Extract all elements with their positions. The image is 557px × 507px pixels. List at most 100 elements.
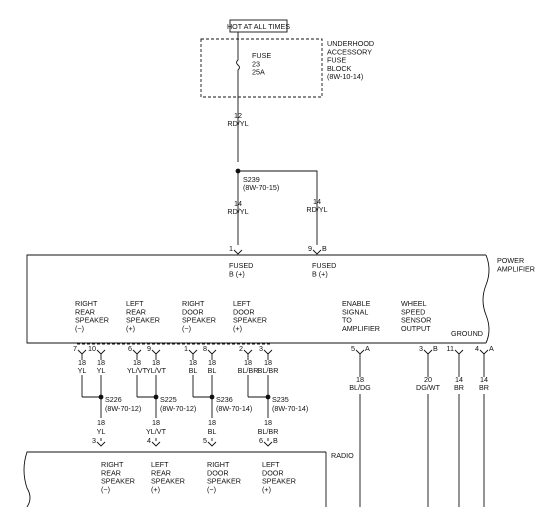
- amp-pin-4-connector: [151, 349, 161, 355]
- amp-wire-8-color: BL/BR: [258, 366, 279, 375]
- radio-speaker-2-label-line-3: SPEAKER: [151, 477, 185, 486]
- amp-pin-7-number: 2: [239, 344, 243, 353]
- diagram-static-lines: [23, 19, 490, 507]
- branch-wire: [238, 170, 318, 245]
- power-amplifier-label-line-2: AMPLIFIER: [497, 264, 535, 273]
- amp-pin-9-number: 9: [308, 244, 312, 253]
- amp-enable-label-line-4: AMPLIFIER: [342, 324, 380, 333]
- amp-pin-11-number: 11: [447, 344, 454, 353]
- amp-pin-4-number: 9: [147, 344, 151, 353]
- amp-speaker-4-label-line-4: (+): [233, 324, 242, 333]
- radio-speaker-4-label-line-1: LEFT: [262, 460, 280, 469]
- radio-speaker-1-label-line-1: RIGHT: [101, 460, 124, 469]
- radio-speaker-3-label-line-4: (−): [207, 485, 216, 494]
- fuse-label-line-1: FUSE: [252, 51, 271, 60]
- wire-fuse-color: RD/YL: [227, 119, 248, 128]
- amp-pin-9-connector: [312, 249, 322, 255]
- radio-speaker-1-label-line-2: REAR: [101, 468, 121, 477]
- hot-at-all-times-label: HOT AT ALL TIMES: [227, 22, 290, 31]
- amp-pin-7-connector: [243, 349, 253, 355]
- amp-pin-12-suffix: A: [489, 344, 494, 353]
- amp-pin-10-connector: [423, 349, 433, 355]
- radio-speaker-1-label-line-3: SPEAKER: [101, 477, 135, 486]
- hot-label-box: [229, 19, 288, 33]
- amp-pin-12-number: 4: [475, 344, 479, 353]
- amplifier-box: [26, 254, 486, 344]
- amp-pin-1-number: 7: [73, 344, 77, 353]
- amp-ground-label: GROUND: [451, 329, 483, 338]
- radio-speaker-3-label-line-1: RIGHT: [207, 460, 230, 469]
- amp-pin-6-connector: [207, 349, 217, 355]
- amp-wheel-label-line-2: SPEED: [401, 307, 425, 316]
- amp-wire-3-color: YL/VT: [127, 366, 148, 375]
- amp-enable-label-line-1: ENABLE: [342, 299, 371, 308]
- fuse-block-label-line-1: UNDERHOOD: [327, 39, 374, 48]
- amp-pin-6-number: 8: [203, 344, 207, 353]
- amp-speaker-3-label-line-4: (−): [182, 324, 191, 333]
- amp-wire-3-gauge: 18: [133, 358, 141, 367]
- amp-pin-9-number: 5: [351, 344, 355, 353]
- amp-speaker-4-label-line-1: LEFT: [233, 299, 251, 308]
- amp-wire-9-color: BL/DG: [349, 383, 371, 392]
- amp-pin-1-number: 1: [229, 244, 233, 253]
- diagram-marks: HOT AT ALL TIMESUNDERHOODACCESSORYFUSEBL…: [73, 22, 535, 507]
- amp-wire-10-color: DG/WT: [416, 383, 441, 392]
- amp-wire-11-gauge: 14: [455, 375, 463, 384]
- fuse-label-line-3: 25A: [252, 68, 265, 77]
- amp-pin-8-connector: [263, 349, 273, 355]
- fused-b-2-label-line-2: B (+): [312, 269, 328, 278]
- amp-speaker-1-label-line-3: SPEAKER: [75, 316, 109, 325]
- radio-pin-4-number: 6: [259, 436, 263, 445]
- amp-wire-12-color: BR: [479, 383, 489, 392]
- radio-pin-2-connector: [151, 441, 161, 447]
- wire-right-gauge: 14: [313, 197, 321, 206]
- amp-wire-1-gauge: 18: [78, 358, 86, 367]
- radio-wire-3-gauge: 18: [208, 418, 216, 427]
- amp-pin-2-connector: [96, 349, 106, 355]
- amp-speaker-2-label-line-2: REAR: [126, 307, 146, 316]
- wire-left-color: RD/YL: [227, 207, 248, 216]
- amp-wire-1-color: YL: [78, 366, 87, 375]
- radio-pin-2-number: 4: [147, 436, 151, 445]
- fuse-block-box: [200, 38, 323, 98]
- fuse-block-label-line-5: (8W-10-14): [327, 72, 363, 81]
- amp-wire-6-gauge: 18: [208, 358, 216, 367]
- splice-1-name: S226: [105, 395, 122, 404]
- fused-b-1-label-line-2: B (+): [229, 269, 245, 278]
- radio-wire-3-color: BL: [208, 427, 217, 436]
- amp-wire-6-color: BL: [208, 366, 217, 375]
- radio-pin-4-suffix: B: [273, 436, 278, 445]
- amp-wire-8-gauge: 18: [264, 358, 272, 367]
- radio-pin-3-connector: [207, 441, 217, 447]
- radio-speaker-2-label-line-1: LEFT: [151, 460, 169, 469]
- fused-b-2-label-line-1: FUSED: [312, 261, 336, 270]
- amp-pin-1-connector: [77, 349, 87, 355]
- amp-speaker-3-label-line-3: SPEAKER: [182, 316, 216, 325]
- splice-4-ref: (8W-70-14): [272, 404, 308, 413]
- radio-pin-3-number: 5: [203, 436, 207, 445]
- amp-wire-7-color: BL/BR: [238, 366, 259, 375]
- amplifier-box-break: [482, 254, 490, 344]
- splice-s239-name: S239: [243, 175, 260, 184]
- amp-speaker-4-label-line-3: SPEAKER: [233, 316, 267, 325]
- radio-wire-1-color: YL: [97, 427, 106, 436]
- amp-wire-5-gauge: 18: [189, 358, 197, 367]
- amp-enable-label-line-2: SIGNAL: [342, 307, 368, 316]
- radio-pin-4-connector: [263, 441, 273, 447]
- splice-s239-ref: (8W-70-15): [243, 183, 279, 192]
- amp-wire-4-color: YL/VT: [146, 366, 167, 375]
- amp-pin-3-connector: [132, 349, 142, 355]
- radio-speaker-2-label-line-2: REAR: [151, 468, 171, 477]
- radio-wire-4-gauge: 18: [264, 418, 272, 427]
- splice-2-ref: (8W-70-12): [160, 404, 196, 413]
- amp-pin-10-number: 3: [419, 344, 423, 353]
- amp-wheel-label-line-1: WHEEL: [401, 299, 427, 308]
- amp-pin-9-suffix: A: [365, 344, 370, 353]
- wire-left-gauge: 14: [234, 199, 242, 208]
- fuse-block-label-line-3: FUSE: [327, 56, 346, 65]
- amp-pin-11-connector: [454, 349, 464, 355]
- amp-speaker-3-label-line-2: DOOR: [182, 307, 204, 316]
- amp-pin-9-connector: [355, 349, 365, 355]
- amp-speaker-2-label-line-4: (+): [126, 324, 135, 333]
- radio-speaker-4-label-line-4: (+): [262, 485, 271, 494]
